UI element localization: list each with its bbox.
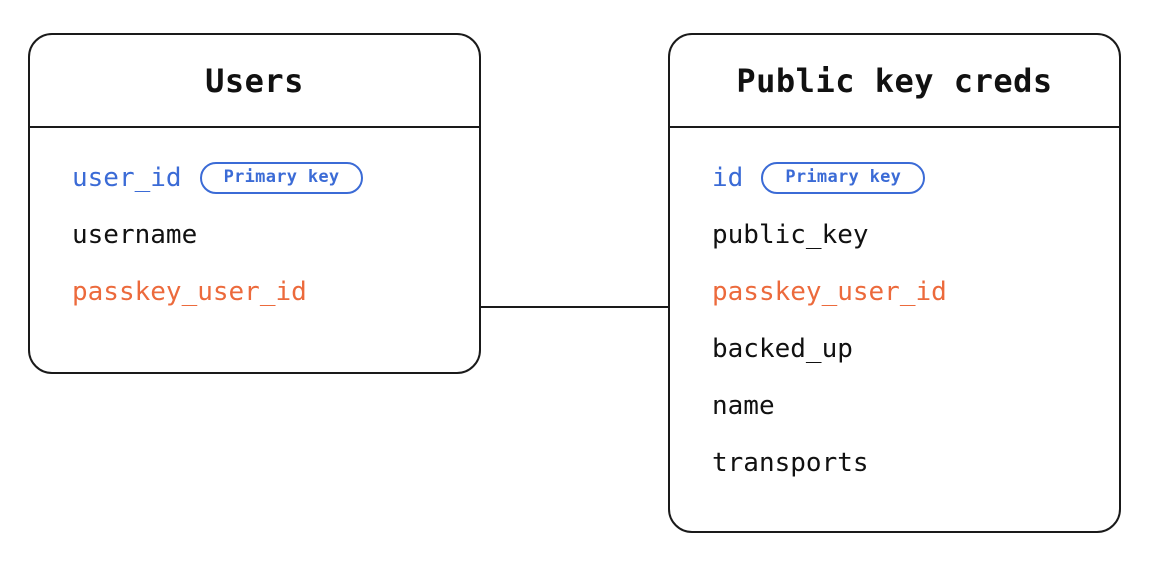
field-row-id[interactable]: id Primary key — [712, 161, 926, 195]
field-name-public-key: public_key — [712, 220, 869, 250]
entity-public-key-creds-header: Public key creds — [670, 35, 1119, 128]
primary-key-badge: Primary key — [761, 162, 926, 194]
field-name-passkey-user-id: passkey_user_id — [72, 277, 307, 307]
entity-users-title: Users — [205, 61, 304, 100]
field-row-name[interactable]: name — [712, 389, 775, 423]
field-name-backed-up: backed_up — [712, 334, 853, 364]
entity-public-key-creds[interactable]: Public key creds id Primary key public_k… — [668, 33, 1121, 533]
field-row-public-key[interactable]: public_key — [712, 218, 869, 252]
entity-public-key-creds-title: Public key creds — [736, 61, 1053, 100]
field-row-transports[interactable]: transports — [712, 446, 869, 480]
field-name-transports: transports — [712, 448, 869, 478]
field-row-passkey-user-id[interactable]: passkey_user_id — [72, 275, 307, 309]
field-row-user-id[interactable]: user_id Primary key — [72, 161, 364, 195]
entity-users-header: Users — [30, 35, 479, 128]
field-row-username[interactable]: username — [72, 218, 197, 252]
field-name-id: id — [712, 163, 744, 193]
entity-users[interactable]: Users user_id Primary key username passk… — [28, 33, 481, 374]
field-row-passkey-user-id[interactable]: passkey_user_id — [712, 275, 947, 309]
field-name-name: name — [712, 391, 775, 421]
field-row-backed-up[interactable]: backed_up — [712, 332, 853, 366]
relationship-connector-line — [481, 306, 669, 308]
primary-key-badge: Primary key — [199, 162, 364, 194]
field-name-username: username — [72, 220, 198, 250]
field-name-user-id: user_id — [72, 163, 182, 193]
field-name-passkey-user-id: passkey_user_id — [712, 277, 947, 307]
